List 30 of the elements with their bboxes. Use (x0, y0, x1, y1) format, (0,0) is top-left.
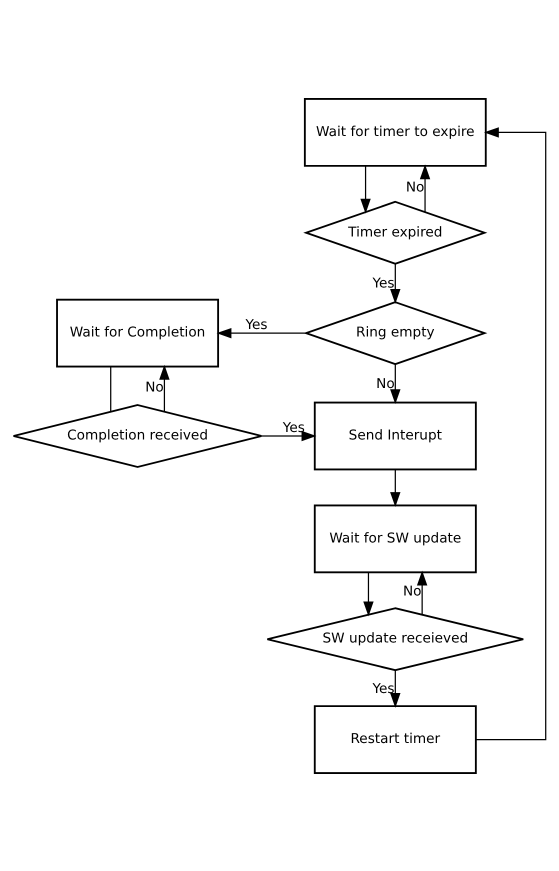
node-diamond: SW update receieved (266, 606, 524, 671)
edge-label: No (402, 583, 422, 600)
node-box: Wait for timer to expire (304, 98, 487, 166)
node-diamond: Timer expired (303, 200, 488, 264)
edge-label: Yes (372, 680, 395, 696)
arrow (476, 126, 546, 740)
arrow (390, 670, 401, 708)
arrow (390, 469, 401, 506)
arrow (216, 327, 306, 338)
edge-label: Yes (372, 275, 395, 292)
node-diamond: Completion received (12, 404, 263, 468)
edge-label: No (376, 376, 395, 392)
connector (110, 366, 112, 412)
node-box: Restart timer (314, 704, 477, 774)
arrow (390, 263, 401, 304)
edge-label: Yes (282, 420, 305, 436)
arrow (416, 570, 428, 614)
arrow (262, 430, 316, 441)
node-box: Send Interupt (314, 401, 477, 470)
arrow (363, 572, 374, 616)
arrow (360, 166, 371, 214)
node-diamond: Ring empty (303, 300, 488, 365)
edge-label: Yes (246, 316, 268, 333)
node-box: Wait for Completion (56, 298, 220, 368)
node-box: Wait for SW update (314, 504, 477, 573)
edge-label: No (406, 178, 424, 195)
arrow (159, 364, 170, 412)
arrow (390, 364, 401, 404)
arrow (420, 164, 430, 212)
edge-label: No (145, 378, 164, 395)
